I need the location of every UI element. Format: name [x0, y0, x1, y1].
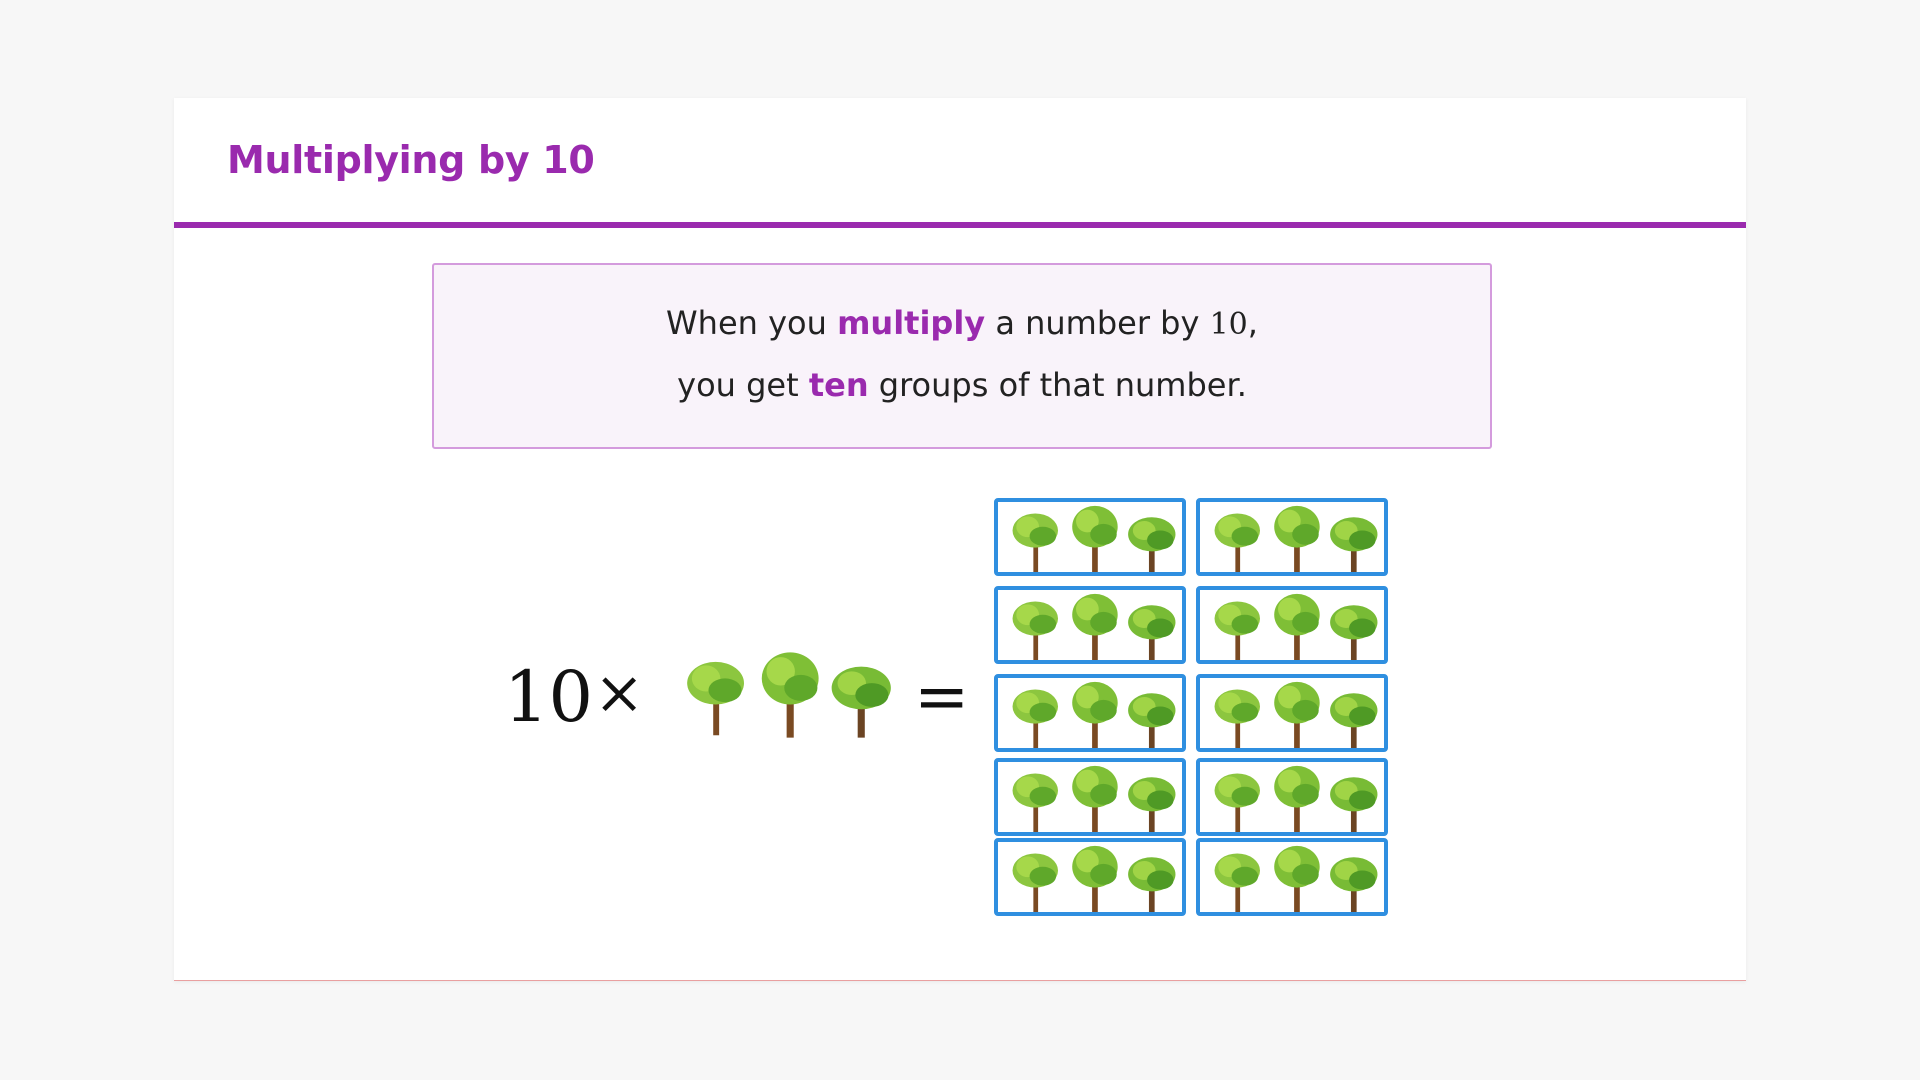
- title-divider: [174, 222, 1746, 228]
- equation-multiplier: 10: [504, 656, 594, 738]
- tree-group-cell: [1196, 586, 1388, 664]
- three-trees-icon: [1012, 681, 1176, 748]
- callout-line-2: you get ten groups of that number.: [434, 366, 1490, 404]
- three-trees-icon: [1012, 765, 1176, 832]
- three-trees-icon: [1214, 593, 1378, 660]
- three-trees-icon: [1214, 505, 1378, 572]
- tree-group-cell: [994, 498, 1186, 576]
- callout-text: When you: [666, 304, 838, 342]
- groups-grid: [994, 498, 1390, 916]
- three-trees-icon: [1214, 845, 1378, 912]
- callout-highlight-ten: ten: [808, 366, 869, 404]
- callout-text: ,: [1247, 304, 1258, 342]
- equation-equals-symbol: =: [914, 658, 970, 735]
- definition-callout: When you multiply a number by 10, you ge…: [432, 263, 1492, 449]
- three-trees-icon: [1214, 681, 1378, 748]
- tree-group-cell: [994, 838, 1186, 916]
- equation-times-symbol: ×: [594, 658, 645, 728]
- tree-group-cell: [994, 674, 1186, 752]
- callout-line-1: When you multiply a number by 10,: [434, 304, 1490, 342]
- three-trees-icon: [1012, 505, 1176, 572]
- three-trees-icon: [1012, 593, 1176, 660]
- tree-group-cell: [994, 586, 1186, 664]
- tree-group-cell: [1196, 674, 1388, 752]
- slide-title: Multiplying by 10: [227, 138, 595, 182]
- slide-card: Multiplying by 10 When you multiply a nu…: [174, 98, 1746, 981]
- tree-group-cell: [1196, 758, 1388, 836]
- three-trees-icon: [1012, 845, 1176, 912]
- tree-group-cell: [1196, 838, 1388, 916]
- callout-text: you get: [677, 366, 809, 404]
- callout-math-ten: 10: [1209, 307, 1248, 342]
- callout-highlight-multiply: multiply: [837, 304, 986, 342]
- three-trees-icon: [684, 650, 894, 740]
- three-trees-icon: [1214, 765, 1378, 832]
- tree-group-cell: [1196, 498, 1388, 576]
- card-bottom-border: [174, 980, 1746, 981]
- callout-text: groups of that number.: [868, 366, 1247, 404]
- tree-group-cell: [994, 758, 1186, 836]
- callout-text: a number by: [985, 304, 1210, 342]
